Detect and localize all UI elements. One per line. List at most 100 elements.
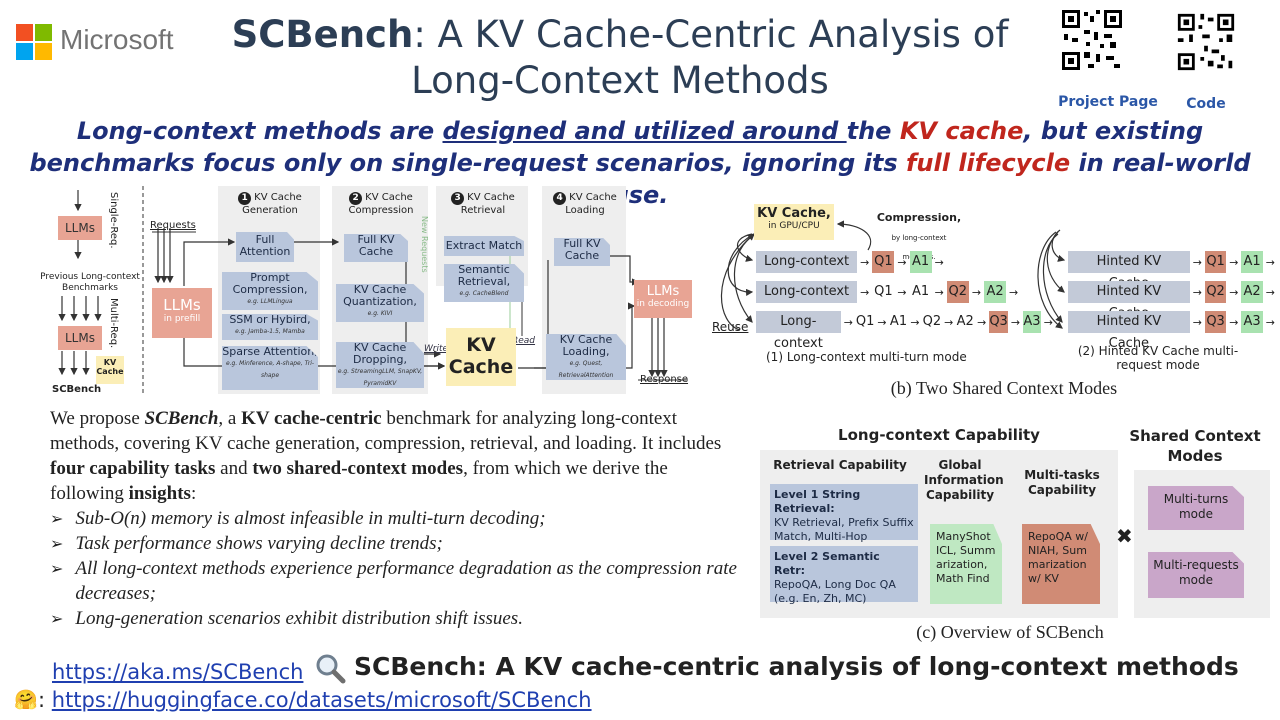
gen-sparse-attention-sub: e.g. Minference, A-shape, Tri-shape — [225, 360, 315, 379]
insights-list: ➢Sub-O(n) memory is almost infeasible in… — [50, 506, 740, 631]
lc-capability-title: Long-context Capability — [838, 426, 1040, 444]
reuse-label: Reuse — [712, 320, 749, 334]
query-cell: Q2 — [1204, 281, 1227, 303]
mode2-rows: Hinted KV Cache→Q1→A1→Hinted KV Cache→Q2… — [1068, 250, 1278, 351]
arrow-icon: → — [860, 255, 870, 269]
bullet-arrow-icon: ➢ — [50, 609, 64, 628]
comp-quantization-sub: e.g. KIVI — [367, 310, 393, 317]
footer-line-1: https://aka.ms/SCBench — [52, 660, 303, 684]
load-kv-cache-loading-sub: e.g. Quest, RetrievalAttention — [558, 360, 614, 379]
mode2-row: Hinted KV Cache→Q3→A3→ — [1068, 310, 1278, 351]
retr-extract-match-label: Extract Match — [445, 239, 523, 252]
level1-body: KV Retrieval, Prefix Suffix Match, Multi… — [774, 516, 914, 543]
gen-ssm-hybrid-sub: e.g. Jamba-1.5, Mamba — [235, 328, 305, 335]
headline-kv-cache: KV cache — [899, 117, 1024, 145]
desc-3: benchmark for analyzing long-context met… — [50, 408, 722, 454]
llms-prefill-label: LLMs — [163, 296, 201, 314]
gen-full-attention: Full Attention — [236, 232, 294, 262]
code-qr-icon[interactable] — [1176, 12, 1236, 72]
title-line2: Long-Context Methods — [411, 59, 829, 102]
multitask-capability-title: Multi-tasks Capability — [1024, 468, 1100, 497]
code-label[interactable]: Code — [1186, 96, 1226, 112]
stage-3-number: 3 — [451, 192, 465, 205]
insight-text: Long-generation scenarios exhibit distri… — [75, 608, 523, 629]
load-full-kv-cache: Full KV Cache — [554, 238, 610, 266]
mode2-caption-l1: (2) Hinted KV Cache multi- — [1077, 344, 1239, 358]
mode1-rows: Long-context→Q1→A1→Long-context→Q1→A1→Q2… — [756, 250, 1056, 351]
gen-sparse-attention: Sparse Attention,e.g. Minference, A-shap… — [222, 346, 318, 390]
stage-1-title-text: KV Cache Generation — [242, 192, 302, 216]
insight-text: All long-context methods experience perf… — [75, 558, 737, 604]
stage-4-title-text: KV Cache Loading — [565, 192, 617, 216]
level2-retrieval-box: Level 2 Semantic Retr: RepoQA, Long Doc … — [770, 546, 918, 605]
arrow-icon: → — [1192, 285, 1202, 299]
write-label: Write — [424, 344, 449, 354]
comp-full-kv-cache: Full KV Cache — [344, 234, 408, 262]
desc-four-tasks: four capability tasks — [50, 458, 216, 479]
comp-full-kv-cache-label: Full KV Cache — [357, 233, 395, 258]
arrow-icon: → — [1192, 315, 1202, 329]
modes-caption: (b) Two Shared Context Modes — [890, 378, 1118, 398]
arrow-icon: → — [1265, 315, 1275, 329]
modes-arrows — [720, 220, 1066, 331]
answer-cell: A1 — [912, 284, 930, 299]
desc-6: : — [190, 483, 197, 504]
answer-cell: A1 — [909, 251, 932, 273]
mode1-caption: (1) Long-context multi-turn mode — [766, 350, 967, 364]
search-icon — [314, 652, 346, 684]
arrow-icon: → — [910, 315, 920, 329]
gen-prompt-compression-label: Prompt Compression, — [232, 271, 308, 296]
query-cell: Q2 — [946, 281, 969, 303]
desc-kv-centric: KV cache-centric — [241, 408, 382, 429]
context-cell: Long-context — [756, 311, 841, 351]
headline-underlined: designed and utilized around — [442, 117, 847, 145]
multi-turns-mode-box: Multi-turns mode — [1148, 486, 1244, 530]
comp-dropping-sub: e.g. StreamingLLM, SnapKV, PyramidKV — [337, 368, 423, 387]
gen-ssm-hybrid: SSM or Hybird,e.g. Jamba-1.5, Mamba — [222, 314, 318, 340]
desc-two-modes: two shared-context modes — [252, 458, 464, 479]
project-page-qr-icon[interactable] — [1060, 8, 1124, 72]
insight-item: ➢ Long-generation scenarios exhibit distr… — [50, 606, 740, 631]
scbench-label: SCBench — [52, 384, 102, 395]
multi-requests-mode-box: Multi-requests mode — [1148, 552, 1244, 598]
retrieval-capability-title: Retrieval Capability — [773, 458, 907, 472]
headline-full-lifecycle: full lifecycle — [905, 149, 1071, 177]
mode1-rows-container: Long-context→Q1→A1→Long-context→Q1→A1→Q2… — [756, 250, 1056, 351]
mode1-row: Long-context→Q1→A1→Q2→A2→Q3→A3→ — [756, 310, 1056, 351]
query-cell: Q3 — [989, 311, 1008, 333]
gen-full-attention-label: Full Attention — [239, 233, 291, 258]
gen-prompt-compression-sub: e.g. LLMLingua — [247, 298, 293, 305]
global-capability-title: Global Information Capability — [924, 458, 1004, 502]
mode1-kv-cache-label: KV Cache, — [757, 206, 831, 221]
project-link[interactable]: https://aka.ms/SCBench — [52, 660, 304, 684]
headline-text-2: the — [846, 117, 900, 145]
previous-benchmarks-arrows — [58, 186, 144, 396]
project-page-label[interactable]: Project Page — [1058, 94, 1158, 110]
bullet-arrow-icon: ➢ — [50, 509, 64, 528]
response-label: Response — [640, 374, 689, 385]
arrow-icon: → — [977, 315, 987, 329]
arrow-icon: → — [971, 285, 982, 299]
retr-semantic: Semantic Retrieval,e.g. CacheBlend — [444, 264, 524, 302]
headline-text-1: Long-context methods are — [76, 117, 443, 145]
shared-context-modes-diagram: KV Cache, in GPU/CPU Compression, by lon… — [708, 194, 1275, 404]
headline: Long-context methods are designed and ut… — [0, 115, 1280, 211]
query-cell: Q1 — [872, 251, 895, 273]
requests-label: Requests — [150, 220, 196, 231]
arrow-icon: → — [1192, 255, 1202, 269]
answer-cell: A3 — [1023, 311, 1041, 333]
desc-scbench: SCBench — [144, 408, 219, 429]
arrow-icon: → — [860, 285, 870, 299]
mode1-row: Long-context→Q1→A1→Q2→A2→ — [756, 280, 1056, 304]
read-label: Read — [512, 336, 536, 346]
dataset-link[interactable]: https://huggingface.co/datasets/microsof… — [51, 688, 592, 712]
title-rest: : A KV Cache-Centric Analysis of — [413, 13, 1009, 56]
multitask-box: RepoQA w/ NIAH, Summarization w/ KV — [1022, 524, 1100, 604]
retr-extract-match: Extract Match — [444, 236, 524, 256]
arrow-icon: → — [1043, 315, 1054, 329]
context-cell: Hinted KV Cache — [1068, 281, 1190, 321]
footer-colon: : — [38, 688, 46, 712]
arrow-icon: → — [897, 285, 907, 299]
